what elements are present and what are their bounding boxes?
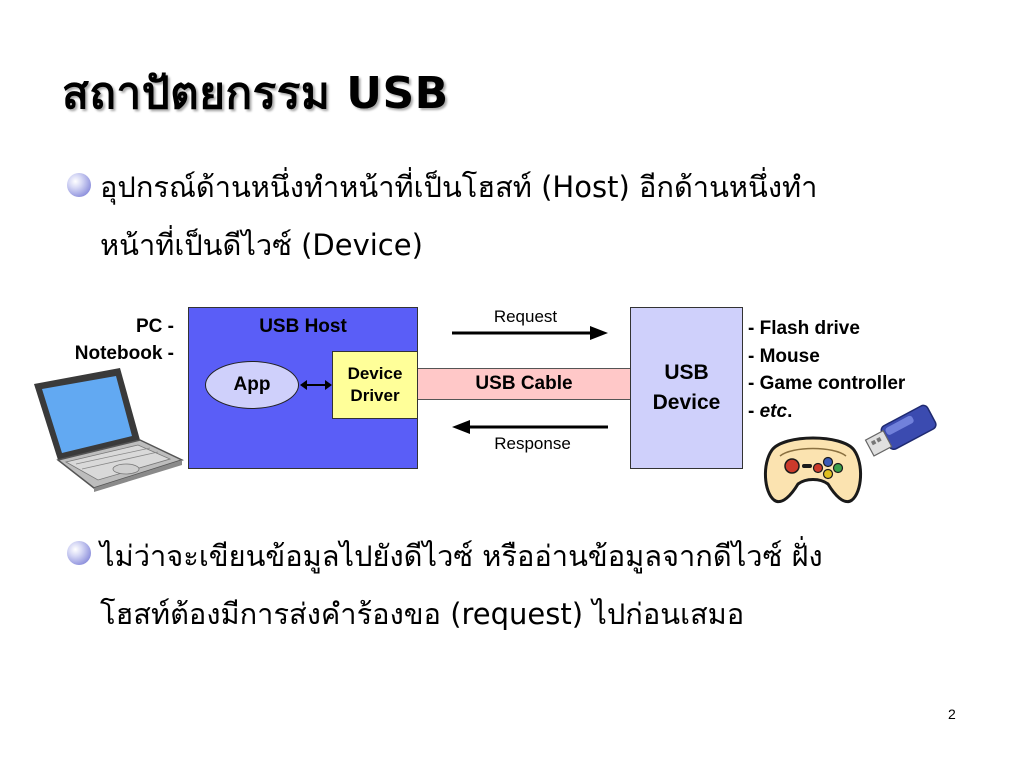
response-arrow [452, 420, 608, 434]
etc-suffix: . [787, 400, 793, 422]
device-driver-line-1: Device [347, 364, 403, 383]
app-label: App [233, 374, 271, 395]
response-label: Response [494, 434, 571, 453]
device-driver-box: Device Driver [332, 351, 418, 419]
notebook-label: Notebook - [74, 343, 174, 364]
bullet-2-line-2: โฮสท์ต้องมีการส่งคำร้องขอ (request) ไปก่… [100, 597, 745, 631]
bullet-1-line-1: อุปกรณ์ด้านหนึ่งทำหน้าที่เป็นโฮสท์ (Host… [100, 170, 818, 204]
etc-text: etc [759, 400, 788, 422]
page-number: 2 [948, 706, 956, 722]
usb-device-line-1: USB [664, 361, 709, 384]
usb-flash-drive-icon [864, 404, 937, 457]
bullet-1-line-2: หน้าที่เป็นดีไวซ์ (Device) [100, 228, 423, 262]
app-node: App [205, 361, 299, 409]
request-arrow [452, 326, 608, 340]
bullet-icon [67, 541, 91, 565]
bullet-2-line-1: ไม่ว่าจะเขียนข้อมูลไปยังดีไวซ์ หรืออ่านข… [100, 539, 823, 573]
usb-cable: USB Cable [418, 368, 630, 400]
pc-label: PC - [136, 316, 174, 337]
laptop-icon [34, 368, 184, 492]
usb-cable-label: USB Cable [475, 373, 573, 394]
device-list: - Flash drive - Mouse - Game controller … [748, 315, 905, 425]
app-driver-arrow [300, 380, 332, 390]
device-driver-line-2: Driver [350, 386, 400, 405]
request-label: Request [493, 307, 558, 326]
usb-device-box: USB Device [630, 307, 743, 469]
usb-host-label: USB Host [259, 316, 347, 337]
bullet-1: อุปกรณ์ด้านหนึ่งทำหน้าที่เป็นโฮสท์ (Host… [100, 158, 817, 274]
device-list-item: - Game controller [748, 373, 906, 394]
slide-title: สถาปัตยกรรม USB [62, 68, 449, 119]
bullet-icon [67, 173, 91, 197]
etc-prefix: - [748, 400, 760, 422]
device-list-item-etc: - etc. [748, 398, 905, 426]
device-list-item: - Mouse [748, 345, 820, 367]
usb-device-line-2: Device [652, 391, 721, 414]
bullet-2: ไม่ว่าจะเขียนข้อมูลไปยังดีไวซ์ หรืออ่านข… [100, 527, 823, 643]
game-controller-icon [764, 436, 862, 503]
device-list-item: - Flash drive [748, 318, 860, 339]
